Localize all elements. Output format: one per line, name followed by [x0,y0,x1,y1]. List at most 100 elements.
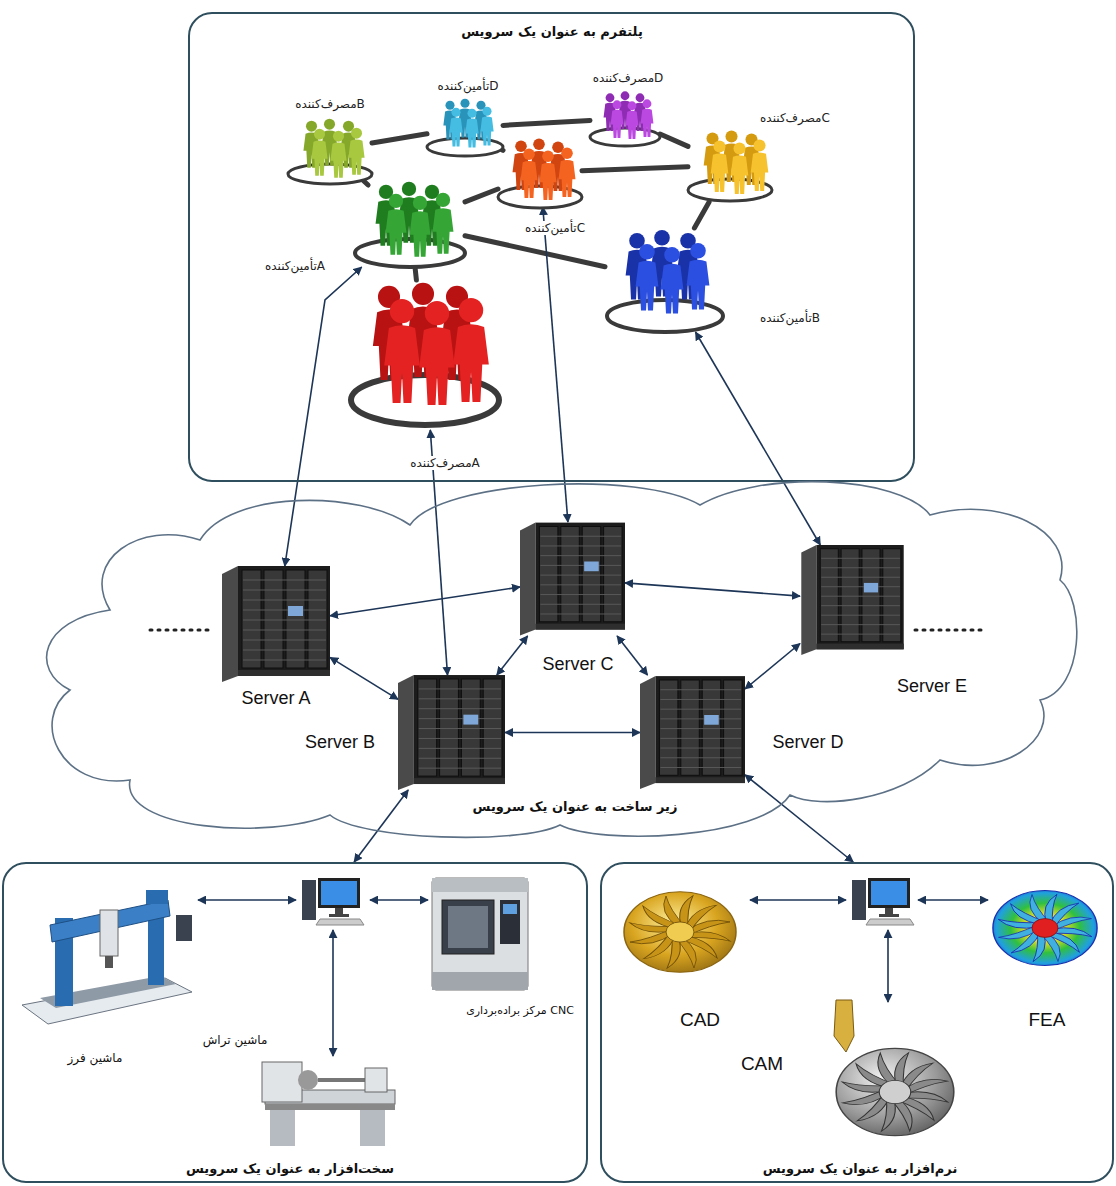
people-group [433,193,454,254]
computer [852,878,914,925]
paas-panel: مصرف‌کنندهB تأمین‌کنندهD مصرف‌کنندهD مصرف‌ک… [188,12,915,482]
people-group [687,243,710,310]
user-group: مصرف‌کنندهA [348,280,502,430]
cutting-tool [834,1000,854,1052]
user-group: مصرف‌کنندهB [288,115,372,185]
computer [318,878,360,908]
server-rack: Server C [520,522,625,636]
cad-impeller [624,892,736,973]
lathe-machine [360,1104,385,1146]
connector-arrow [745,644,800,690]
cnc-machining-center [432,878,528,892]
computer [302,878,364,925]
people-group [711,140,729,192]
user-group: تأمین‌کنندهD [427,98,503,157]
computer [302,880,316,920]
milling-machine [105,956,113,968]
cnc-machining-center [503,904,517,914]
people-group [626,101,639,139]
network-link [372,134,427,143]
connector-arrow [543,207,568,522]
server-rack: Server A [222,566,330,682]
computer [868,878,910,908]
lathe-machine [262,1062,395,1146]
people-group [498,138,582,208]
people-group [688,130,772,201]
cloud-outline [47,482,1077,838]
machine-label: مرکز براده‌برداری CNC [466,1004,574,1017]
computer [852,880,866,920]
computer [321,881,357,905]
fea-impeller [993,890,1097,965]
software-label: CAD [680,1009,720,1031]
lathe-machine [318,1078,365,1082]
user-group: تأمین‌کنندهA [355,180,465,267]
lathe-machine [298,1070,318,1090]
cnc-machining-center [432,878,528,990]
cnc-machining-center [432,972,528,990]
link-arrow [918,899,988,901]
fea-impeller [1032,919,1058,938]
connector-arrow [330,587,520,616]
lathe-machine [265,1104,395,1110]
network-link [503,121,590,126]
computer [879,914,899,917]
fea-impeller [997,894,1093,963]
cnc-machining-center [448,906,488,948]
milling-machine [100,910,118,956]
link-arrow [198,900,988,1056]
fea-impeller [993,890,1097,965]
milling-machine [22,890,192,1024]
machine-label: ماشین فرز [68,1051,123,1065]
server-rack-picture [222,566,330,682]
user-group: مصرف‌کنندهD [590,90,660,147]
people-group [540,150,557,200]
people-group [521,148,538,198]
link-arrow [887,930,889,1002]
panel-title: نرم‌افزار به عنوان یک سرویس [763,1161,958,1176]
milling-machine [146,890,168,904]
user-group: تأمین‌کنندهC [498,138,582,207]
people-group [330,131,346,178]
server-label: Server B [305,732,375,753]
people-group [688,179,772,201]
server-rack-picture [801,545,903,655]
connector-arrow [497,636,528,675]
lathe-machine [365,1068,387,1092]
people-group [453,298,489,402]
server-rack-picture [398,675,505,790]
people-group [607,300,723,332]
server-rack-picture [520,523,625,636]
panel-title: پلتفرم به عنوان یک سرویس [461,24,643,39]
connector-arrow [285,267,362,566]
people-group [559,147,576,197]
link-arrow [198,899,296,901]
group-label: تأمین‌کنندهD [436,79,501,93]
connector-arrow [330,657,398,699]
network-link [465,236,605,267]
people-group [427,99,503,156]
computer [335,908,343,914]
layer-label: زیر ساخت به عنوان یک سرویس [473,799,678,814]
people-group [427,138,503,156]
cam-impeller [879,1080,911,1103]
server-rack: Server E [800,545,905,655]
computer [866,919,914,925]
people-group [751,139,769,191]
people-group [636,244,659,311]
people-group [607,230,723,332]
computer [871,881,907,905]
people-group [731,142,749,194]
connector-arrow [505,732,640,734]
connector-arrow [354,790,408,862]
server-rack: Server D [640,675,745,790]
haas-panel: سخت‌افزار به عنوان یک سرویس [2,862,588,1183]
network-link [660,134,688,146]
group-label: مصرف‌کنندهC [758,111,832,125]
milling-machine [176,915,192,941]
computer [885,908,893,914]
network-link [582,167,688,171]
computer [329,914,349,917]
